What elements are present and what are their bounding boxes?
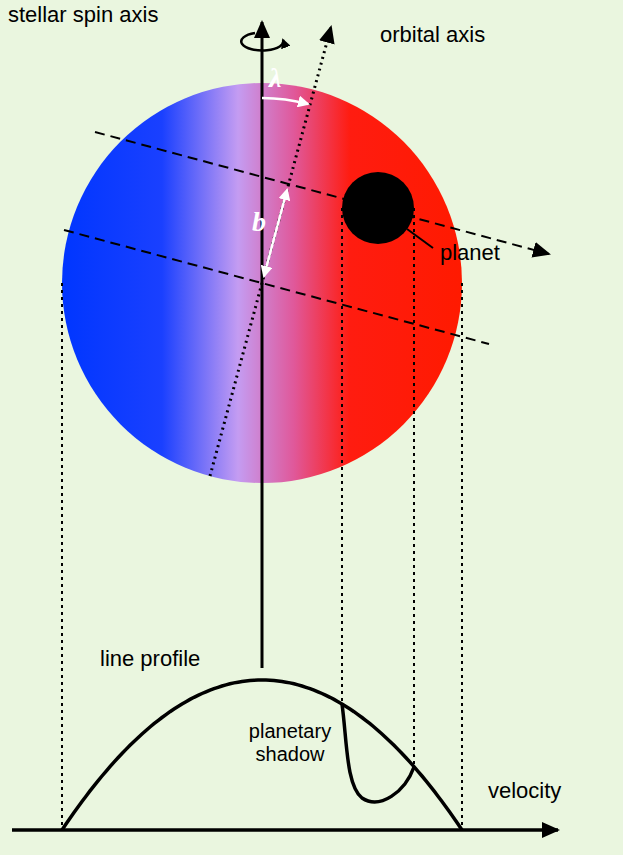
profile-label: line profile — [100, 646, 200, 671]
projection-line — [461, 283, 463, 828]
projection-line — [61, 283, 63, 828]
leader-line — [407, 229, 433, 248]
axis-label: velocity — [488, 778, 561, 803]
rotation-arrow — [241, 33, 283, 50]
axis-label: orbital axis — [380, 22, 485, 47]
projection-line — [413, 208, 415, 767]
impact-symbol: b — [252, 206, 266, 238]
projection-line — [341, 208, 343, 704]
spin-axis — [261, 22, 264, 668]
angle-arc — [262, 98, 308, 104]
angle-symbol: λ — [269, 62, 281, 94]
shadow-label: planetary shadow — [240, 720, 340, 766]
equator-chord — [64, 230, 489, 344]
impact-arrow — [264, 190, 287, 276]
shadow-curve — [342, 704, 414, 802]
planet-disk — [342, 172, 414, 244]
planet-label: planet — [440, 240, 500, 265]
axis-label: stellar spin axis — [8, 2, 158, 27]
transit-chord — [95, 132, 549, 254]
orbital-axis — [210, 27, 331, 476]
line-profile-curve — [62, 680, 462, 830]
velocity-axis — [12, 828, 558, 832]
